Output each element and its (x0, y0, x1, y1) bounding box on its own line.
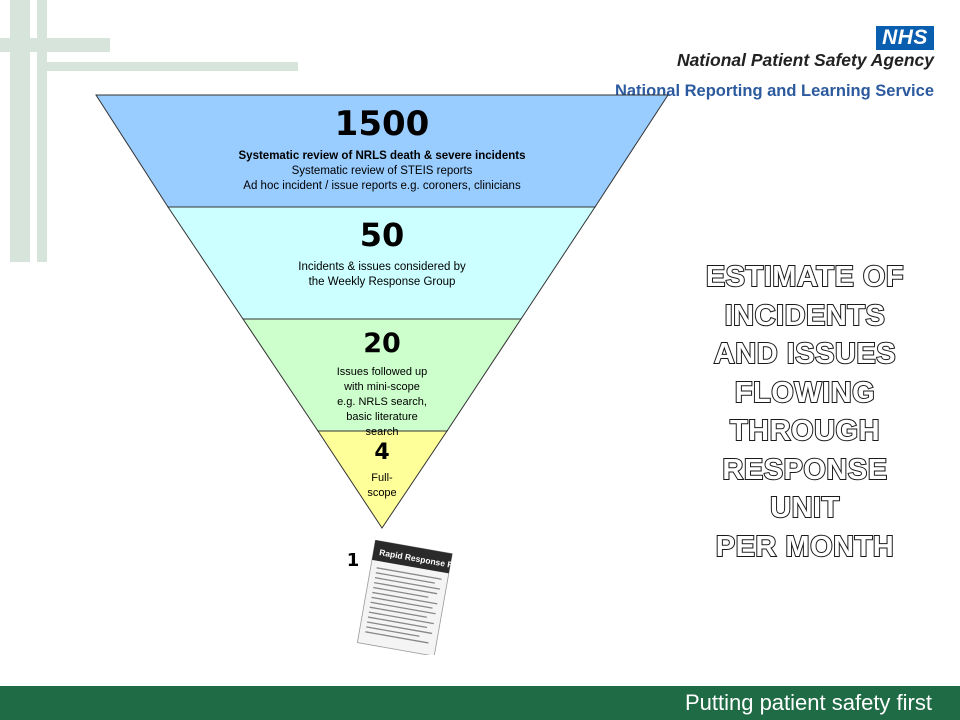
side-title: ESTIMATE OF INCIDENTS AND ISSUES FLOWING… (660, 258, 950, 566)
tier-2-description: Incidents & issues considered by the Wee… (232, 260, 532, 290)
side-title-line-5: THROUGH (729, 414, 881, 448)
tier-1-line-2: Systematic review of STEIS reports (291, 165, 473, 177)
decorative-cross-horizontal (0, 38, 110, 52)
side-title-line-1: ESTIMATE OF (705, 260, 905, 294)
tier-3-value: 20 (363, 328, 401, 359)
tier-3-line-2: with mini-scope (344, 381, 420, 393)
side-title-line-7: UNIT (769, 491, 840, 525)
side-title-line-3: AND ISSUES (713, 337, 897, 371)
tier-4-line-1: Full- (371, 472, 393, 484)
side-title-line-2: INCIDENTS (724, 299, 886, 333)
side-title-line-8: PER MONTH (715, 530, 895, 564)
side-title-line-4: FLOWING (734, 376, 876, 410)
decorative-cross-horizontal-2 (46, 62, 298, 71)
agency-name: National Patient Safety Agency (676, 50, 934, 70)
side-title-line-6: RESPONSE (721, 453, 888, 487)
rapid-response-report-thumbnail: Rapid Response Report (356, 540, 457, 655)
service-name: National Reporting and Learning Service (614, 82, 934, 100)
tier-3-line-5: search (365, 426, 399, 438)
decorative-cross-vertical-2 (37, 0, 47, 262)
tier-2-value: 50 (359, 216, 405, 254)
tier-1-line-1: Systematic review of NRLS death & severe… (238, 150, 526, 162)
funnel-tier-4 (317, 430, 448, 529)
tier-3-description: Issues followed up with mini-scope e.g. … (302, 365, 462, 440)
decorative-cross-vertical (10, 0, 30, 262)
tier-4-description: Full- scope (347, 471, 417, 501)
tier-3-line-4: basic literature (346, 411, 418, 423)
nhs-logo: NHS (876, 26, 934, 50)
tier-2-line-2: the Weekly Response Group (308, 276, 456, 288)
tier-1-line-3: Ad hoc incident / issue reports e.g. cor… (243, 180, 521, 192)
output-value: 1 (346, 550, 360, 571)
footer-tagline: Putting patient safety first (684, 690, 932, 715)
footer-bar: Putting patient safety first (0, 686, 960, 720)
tier-3-line-3: e.g. NRLS search, (337, 396, 427, 408)
tier-4-line-2: scope (367, 487, 397, 499)
tier-2-line-1: Incidents & issues considered by (298, 261, 466, 273)
tier-3-line-1: Issues followed up (336, 366, 428, 378)
tier-1-value: 1500 (334, 104, 430, 144)
tier-4-value: 4 (374, 440, 390, 465)
tier-1-description: Systematic review of NRLS death & severe… (182, 149, 582, 194)
